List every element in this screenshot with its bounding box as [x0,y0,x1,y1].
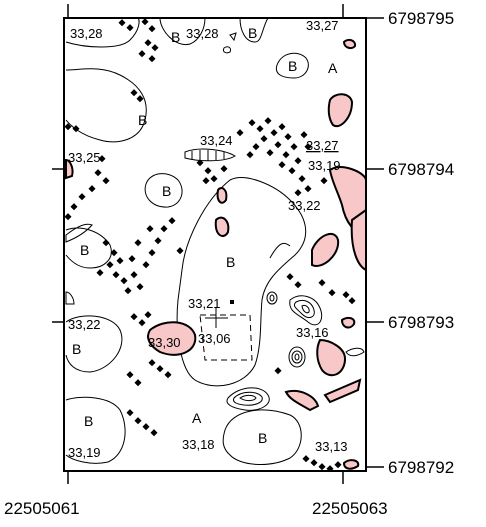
crosshair-marker [205,308,228,328]
elevation-label: 33,18 [182,437,215,452]
pink-patches [65,38,367,470]
elevation-label: 33,16 [296,325,329,340]
zone-label: A [192,410,202,426]
elevation-label: 33,27 [306,138,339,153]
zone-label: B [171,29,180,45]
elevation-label: 33,22 [288,198,321,213]
northing-label: 6798795 [388,9,454,28]
easting-label: 22505063 [312,499,388,518]
elevation-label: 33,19 [68,445,101,460]
elevation-label: 33,06 [198,331,231,346]
northing-label: 6798793 [388,313,454,332]
elevation-labels: 33,28 33,28 33,27 33,24 33,27 33,25 33,1… [68,18,348,460]
point-features [64,18,356,473]
elevation-label: 33,30 [148,335,181,350]
elevation-label: 33,28 [186,26,219,41]
northing-label: 6798794 [388,160,454,179]
zone-label: B [138,112,147,128]
hatched-features [65,32,365,411]
zone-label: B [84,413,93,429]
zone-label: B [288,58,297,74]
top-bottom-tick-marks [67,4,344,484]
zone-label: B [72,341,81,357]
elevation-label: 33,19 [308,158,341,173]
elevation-label: 33,24 [200,133,233,148]
northing-label: 6798792 [388,458,454,477]
right-tick-marks [52,17,384,468]
zone-label: B [226,254,235,270]
elevation-label: 33,22 [68,317,101,332]
zone-label: B [80,242,89,258]
zone-label: B [248,25,257,41]
elevation-label: 33,25 [68,150,101,165]
easting-label: 22505061 [4,499,80,518]
elevation-label: 33,28 [70,26,103,41]
easting-labels: 22505061 22505063 [4,499,388,518]
zone-labels: B B B A B B B B B B A B [72,25,338,446]
zone-label: B [258,430,267,446]
elevation-label: 33,27 [306,18,339,33]
northing-labels: 6798795 6798794 6798793 6798792 [388,9,454,477]
zone-label: A [328,60,338,76]
elevation-label: 33,13 [315,439,348,454]
elevation-label: 33,21 [188,296,221,311]
zone-label: B [162,183,171,199]
contour-lines [65,17,309,465]
